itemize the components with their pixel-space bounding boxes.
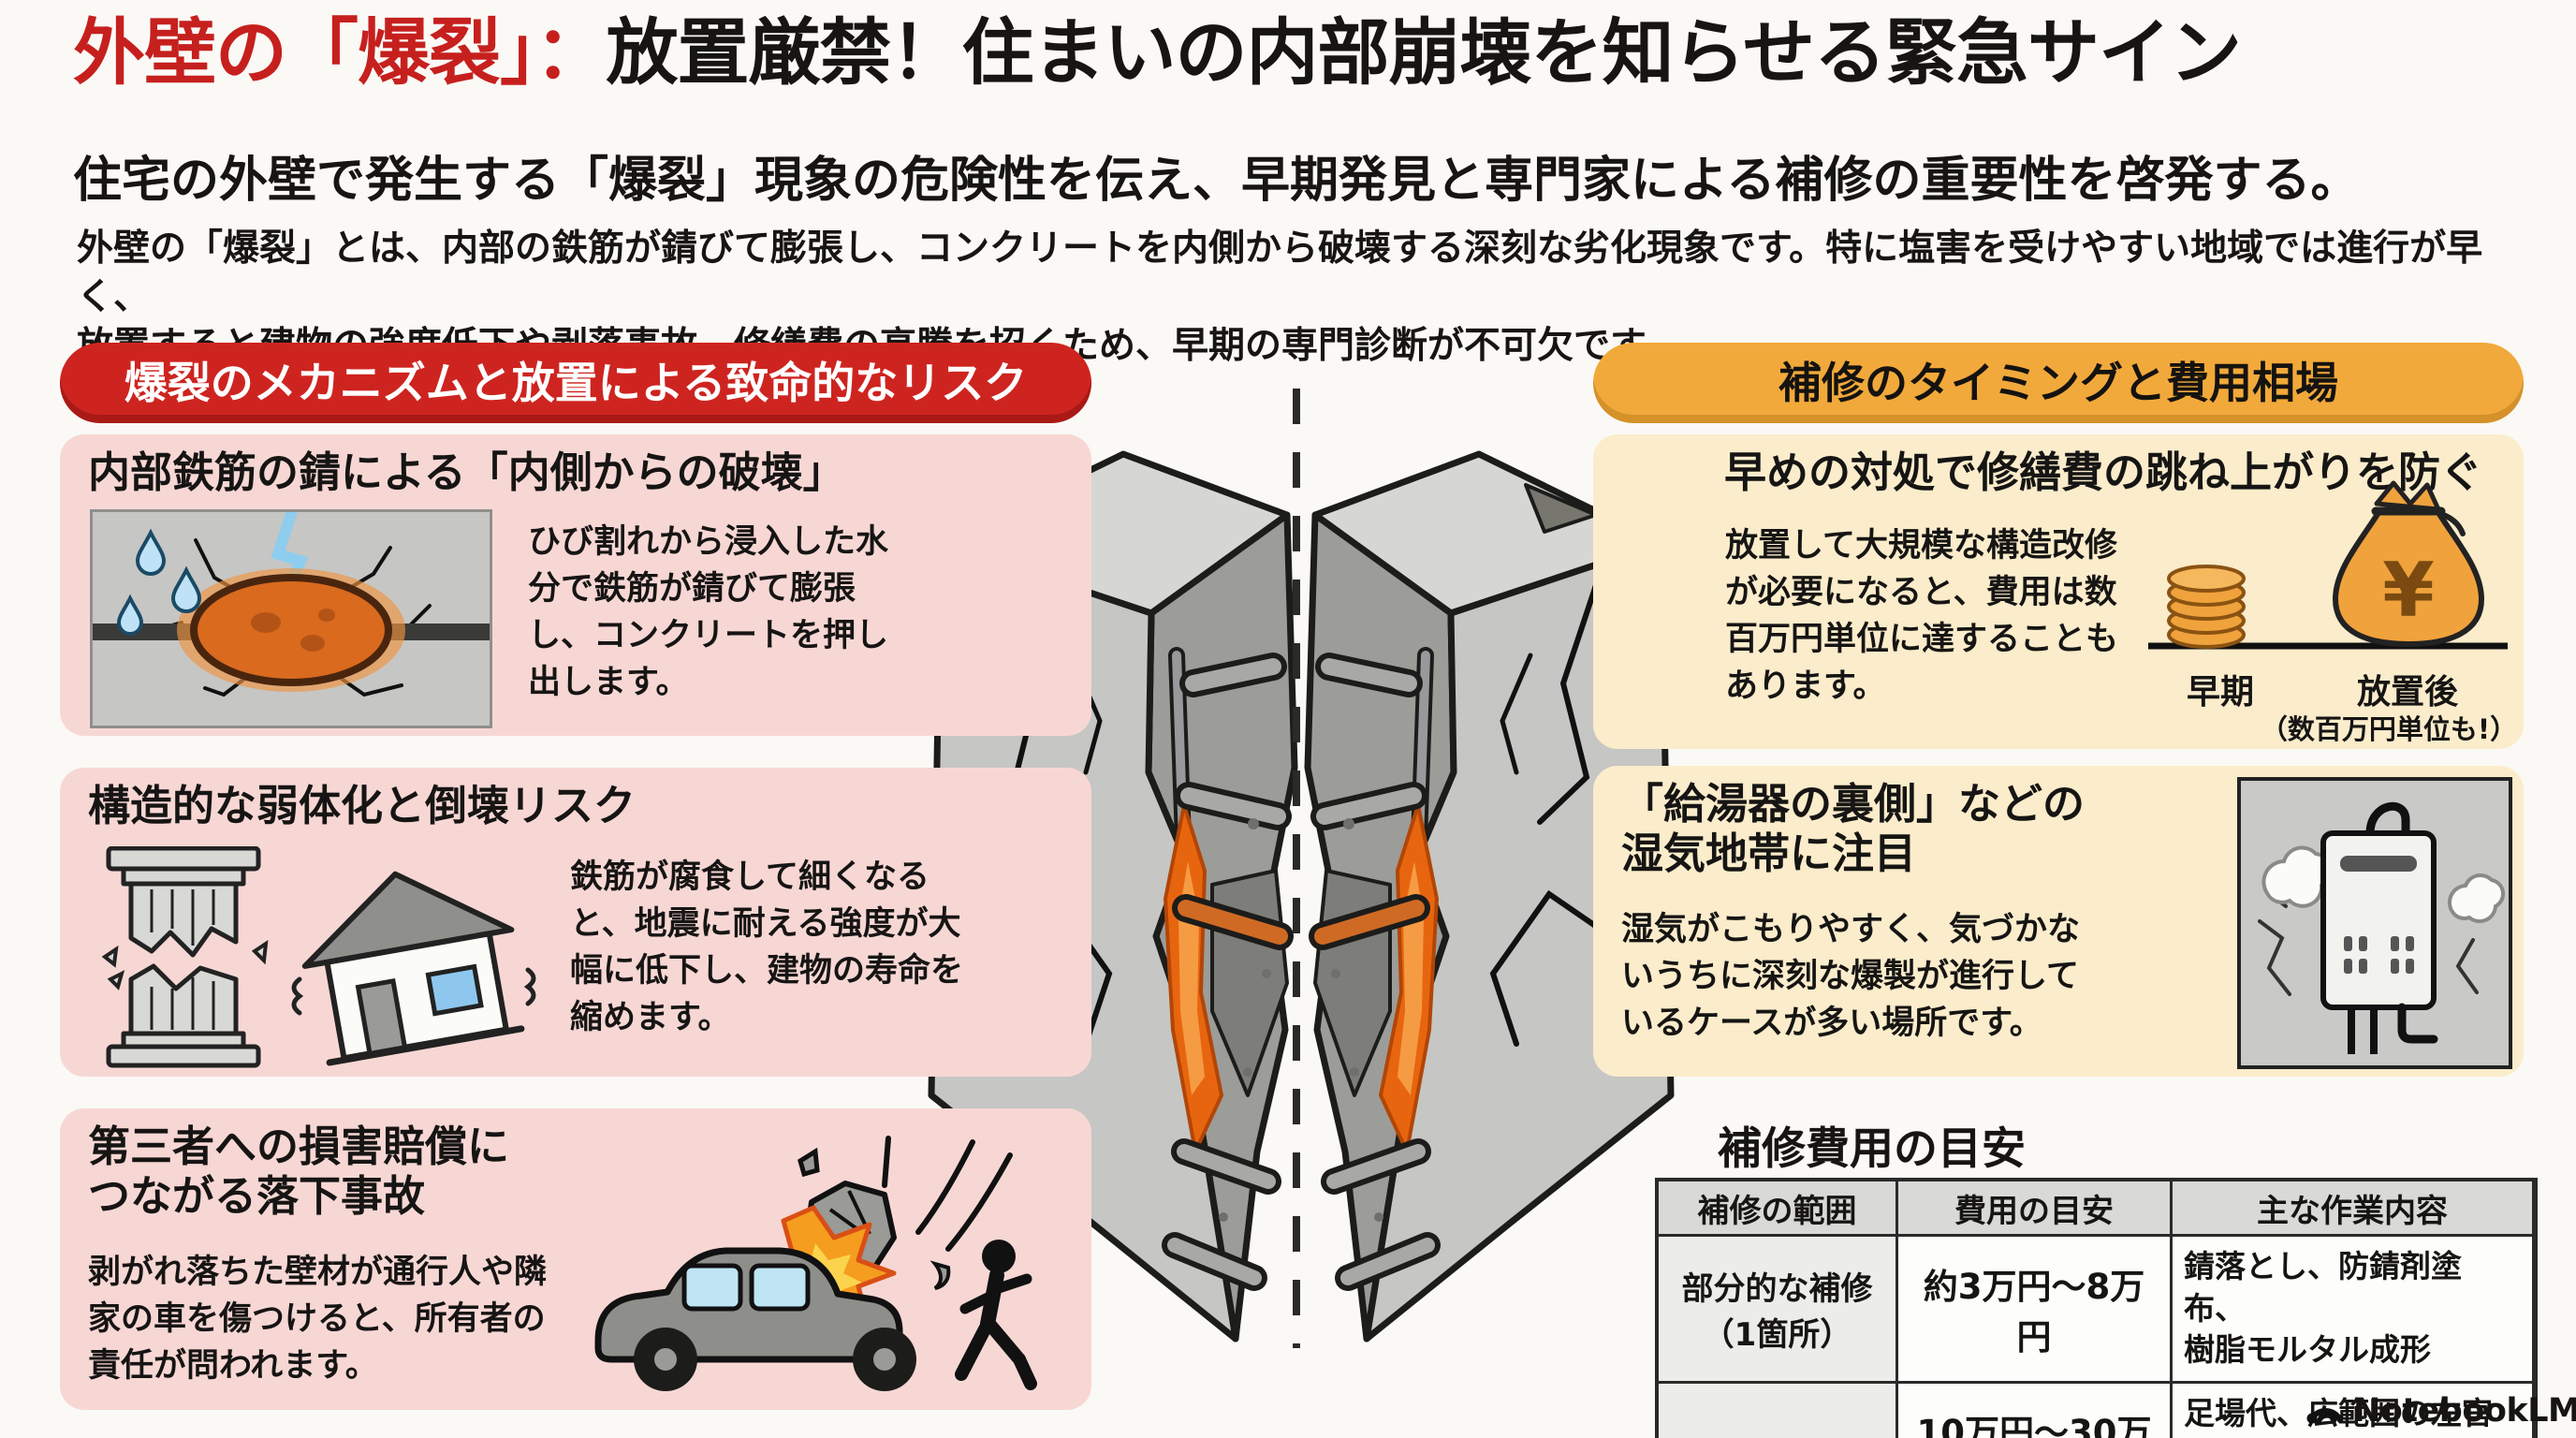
footer-brand: NotebookLM — [2305, 1392, 2576, 1430]
section-water-heater-body: 湿気がこもりやすく、気づかないうちに深刻な爆製が進行しているケースが多い場所です… — [1621, 911, 2081, 1043]
car-icon — [594, 1247, 916, 1391]
section-inner-destruction: 内部鉄筋の錆による「内側からの破壊」 — [60, 434, 1091, 736]
coin-stack-icon — [2167, 565, 2246, 649]
section-structural-weakening: 構造的な弱体化と倒壊リスク — [60, 768, 1091, 1077]
section-falling-debris-heading: 第三者への損害賠償に つながる落下事故 — [88, 1122, 510, 1222]
section-structural-weakening-body: 鉄筋が腐食して細くなると、地震に耐える強度が大幅に低下し、建物の寿命を縮めます。 — [570, 858, 964, 1037]
repair-cost-table: 補修の範囲 費用の目安 主な作業内容 部分的な補修 （1箇所） 約3万円〜8万円… — [1655, 1178, 2538, 1438]
tilted-house-icon — [291, 871, 536, 1066]
rust-rebar-illustration — [90, 508, 492, 728]
table-row-partial-work: 錆落とし、防錆剤塗布、 樹脂モルタル成形 — [2173, 1237, 2532, 1381]
label-neglected: 放置後 — [2356, 673, 2458, 712]
motion-lines — [882, 1136, 1013, 1252]
left-banner: 爆裂のメカニズムと放置による致命的なリスク — [60, 343, 1091, 423]
right-banner: 補修のタイミングと費用相場 — [1593, 343, 2524, 423]
repair-cost-table-title: 補修費用の目安 — [1718, 1123, 2026, 1175]
pedestrian-icon — [955, 1240, 1037, 1390]
notebooklm-logo-icon — [2306, 1407, 2343, 1424]
label-early: 早期 — [2186, 673, 2254, 712]
notebooklm-brand-text: NotebookLM — [2353, 1392, 2576, 1430]
svg-text:¥: ¥ — [2382, 547, 2435, 634]
section-structural-weakening-heading: 構造的な弱体化と倒壊リスク — [88, 781, 637, 830]
falling-rock-car-illustration — [594, 1136, 1037, 1391]
table-header-work: 主な作業内容 — [2173, 1181, 2532, 1234]
section-repair-timing-heading: 早めの対処で修繕費の跳ね上がりを防ぐ — [1724, 448, 2483, 497]
broken-column-icon — [101, 846, 269, 1068]
section-repair-timing-body: 放置して大規模な構造改修が必要になると、費用は数百万円単位に達することもあります… — [1725, 527, 2119, 706]
section-water-heater-heading: 「給湯器の裏側」などの 湿気地帯に注目 — [1621, 779, 2086, 879]
page-title: 外壁の「爆裂」：放置厳禁！住まいの内部崩壊を知らせる緊急サイン — [73, 12, 2242, 95]
cracked-wall-illustration — [875, 389, 1718, 1381]
section-falling-debris-body: 剥がれ落ちた壁材が通行人や隣家の車を傷つけると、所有者の責任が問われます。 — [88, 1254, 548, 1386]
steam-puffs — [2261, 845, 2506, 923]
page-subtitle: 住宅の外壁で発生する「爆裂」現象の危険性を伝え、早期発見と専門家による補修の重要… — [73, 153, 2360, 209]
cost-comparison-illustration: ¥ — [2148, 480, 2508, 650]
table-row-wide-work: 足場代、広範囲の左官工事、 防水処理 — [2173, 1383, 2532, 1438]
table-row-partial-range: 部分的な補修 （1箇所） — [1659, 1237, 1895, 1381]
water-heater-illustration — [2237, 777, 2512, 1069]
table-row-wide-range: 広範囲の補修 — [1659, 1383, 1895, 1438]
label-neglected-note: （数百万円単位も!） — [2260, 713, 2518, 745]
shake-marks — [291, 967, 536, 1016]
page-title-highlight: 外壁の「爆裂」： — [73, 12, 607, 95]
section-water-heater: 「給湯器の裏側」などの 湿気地帯に注目 湿気がこもりやすく、気づかないうちに深刻… — [1593, 766, 2524, 1077]
section-inner-destruction-body: ひび割れから浸入した水分で鉄筋が錆びて膨張し、コンクリートを押し出します。 — [528, 523, 889, 702]
table-header-range: 補修の範囲 — [1659, 1181, 1895, 1234]
rust-bulge — [190, 574, 392, 686]
page-title-rest: 放置厳禁！住まいの内部崩壊を知らせる緊急サイン — [606, 12, 2242, 95]
table-row-wide-cost: 10万円〜30万円超 — [1898, 1383, 2170, 1438]
water-drop-icon — [116, 528, 202, 636]
section-repair-timing: 早めの対処で修繕費の跳ね上がりを防ぐ 放置して大規模な構造改修が必要になると、費… — [1593, 434, 2524, 749]
table-row-partial-cost: 約3万円〜8万円 — [1898, 1237, 2170, 1381]
section-inner-destruction-heading: 内部鉄筋の錆による「内側からの破壊」 — [88, 448, 845, 497]
table-header-cost: 費用の目安 — [1898, 1181, 2170, 1234]
heater-unit — [2320, 801, 2438, 1054]
section-falling-debris: 第三者への損害賠償に つながる落下事故 剥がれ落ちた壁材が通行人や隣家の車を傷つ… — [60, 1108, 1091, 1410]
money-bag-icon: ¥ — [2333, 480, 2484, 647]
